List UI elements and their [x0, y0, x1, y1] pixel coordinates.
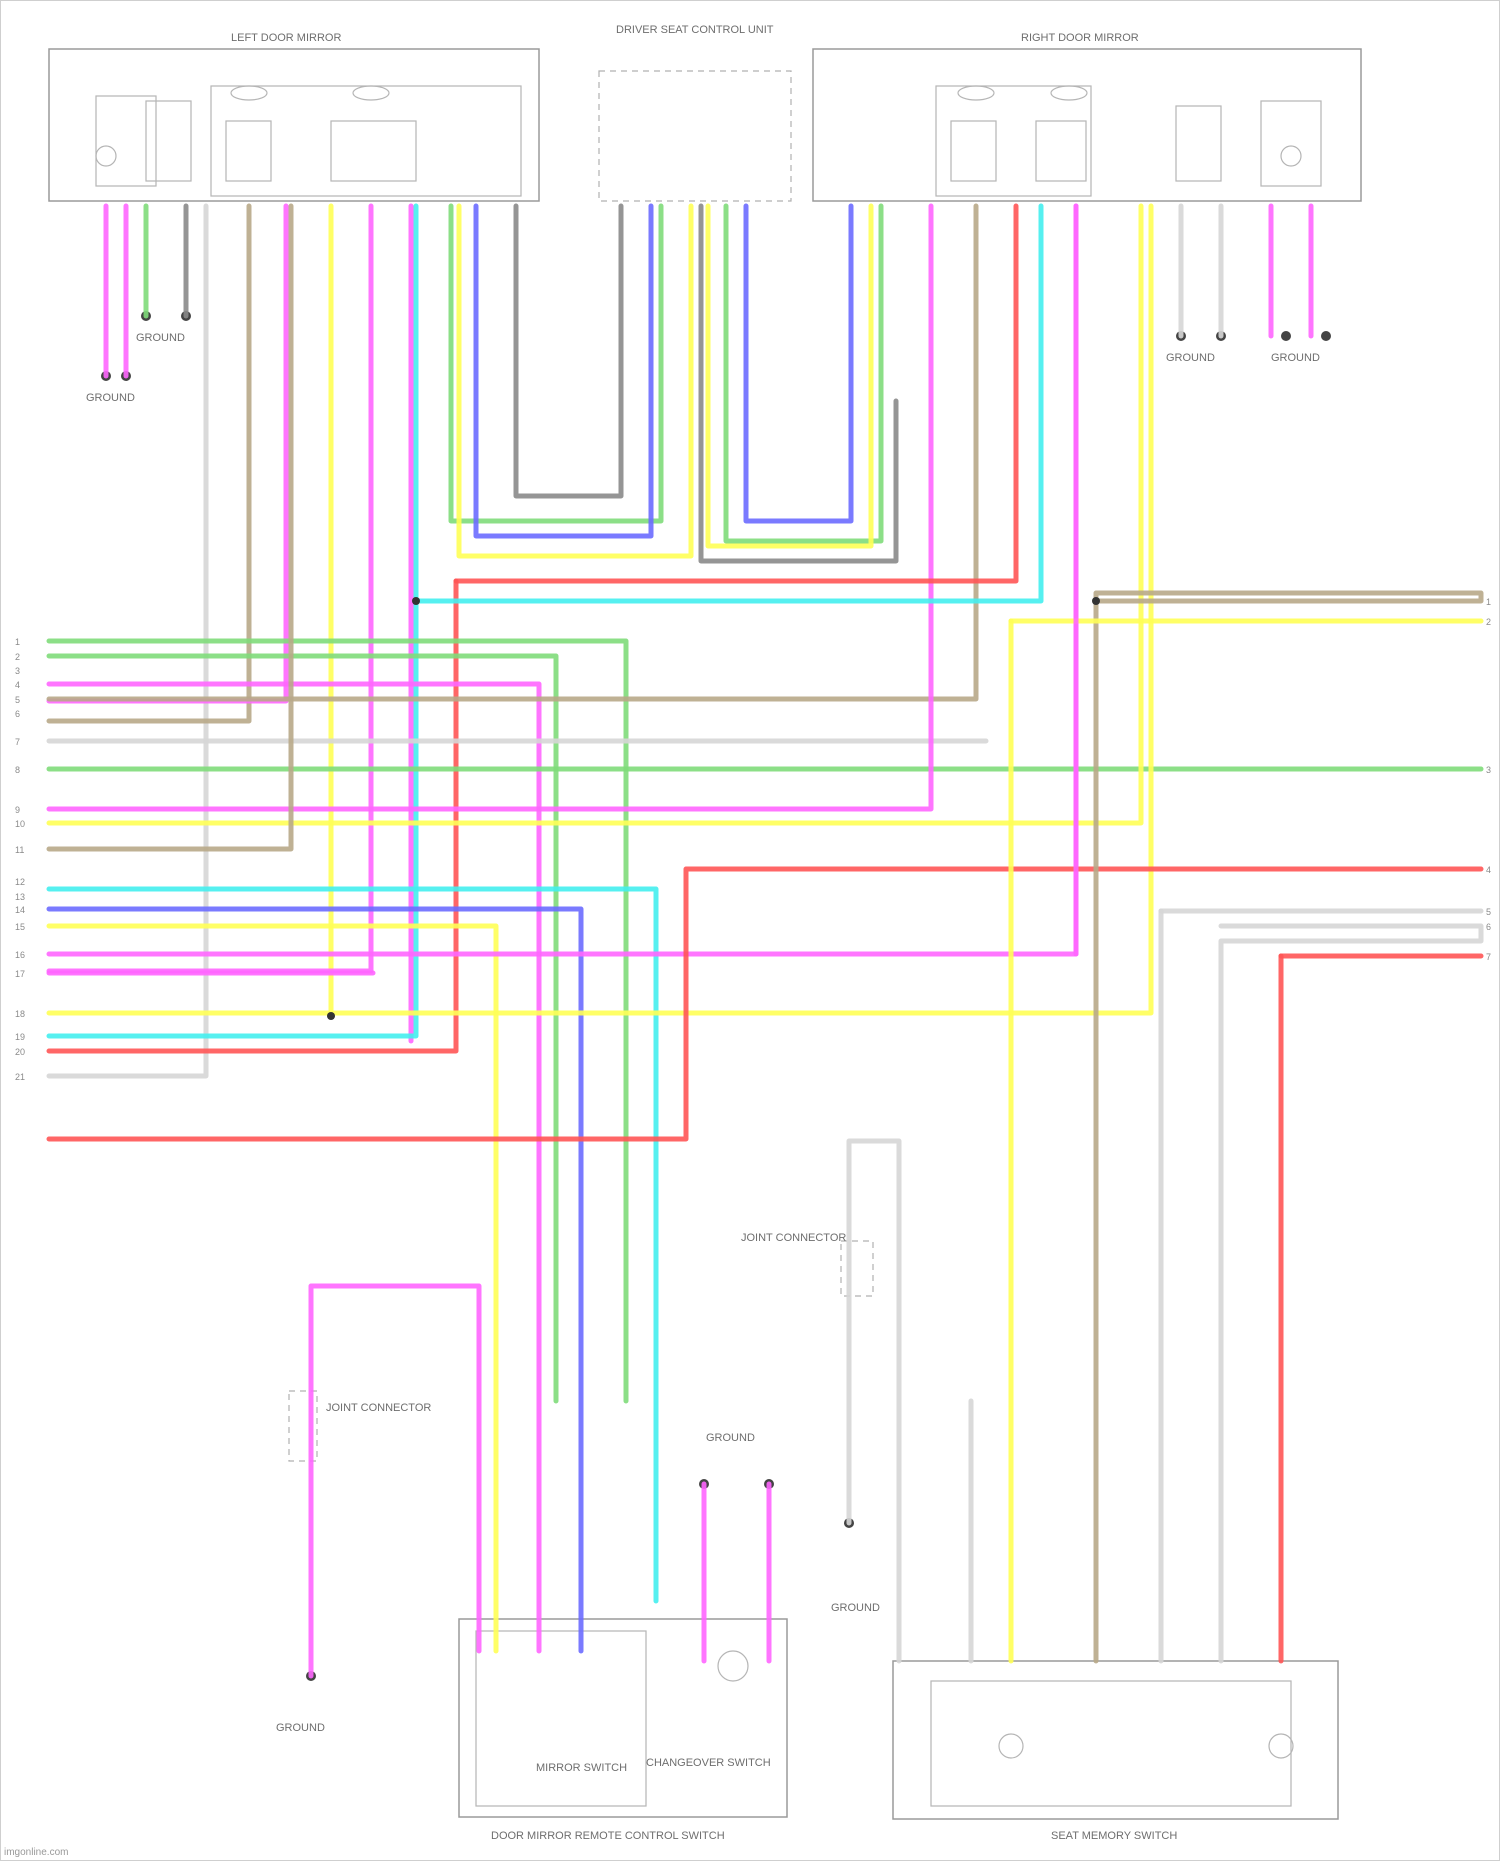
left-pin-11: 11: [15, 845, 24, 855]
wire-tan-5: [49, 206, 249, 721]
wires: [49, 206, 1481, 1676]
wire-pink-8: [49, 206, 371, 971]
mid-joint-connector-label: JOINT CONNECTOR: [741, 1232, 846, 1244]
wire-green-12: [451, 206, 661, 521]
right-pin-2: 2: [1486, 617, 1491, 627]
seat-control-unit-block: DRIVER SEAT CONTROL UNIT: [599, 24, 791, 201]
wire-blue-30: [49, 909, 581, 1651]
left-pin-15: 15: [15, 922, 25, 932]
wire-blue-17: [746, 206, 851, 521]
wire-pink-22: [49, 684, 539, 1651]
lower-left-ground-label: GROUND: [276, 1722, 325, 1734]
right-pin-3: 3: [1486, 765, 1491, 775]
left-pin-16: 16: [15, 950, 25, 960]
right-door-mirror-block: RIGHT DOOR MIRROR: [813, 32, 1361, 201]
left-mirror-ground-label: GROUND: [86, 392, 135, 404]
left-door-mirror-block: LEFT DOOR MIRROR: [49, 32, 539, 201]
right-mirror-ground-label: GROUND: [1166, 352, 1215, 364]
left-pin-12: 12: [15, 877, 25, 887]
left-pin-14: 14: [15, 905, 25, 915]
driver-seat-control-unit-title: DRIVER SEAT CONTROL UNIT: [616, 24, 774, 36]
left-pin-9: 9: [15, 805, 20, 815]
wire-cyan-29: [49, 889, 656, 1601]
splice-dot-1: [327, 1012, 335, 1020]
wire-light_gray-48: [849, 1141, 899, 1661]
wire-blue-13: [476, 206, 651, 536]
left-pin-21: 21: [15, 1072, 25, 1082]
right-pin-7: 7: [1486, 952, 1491, 962]
right-edge-pin-labels: 1 2 3 4 5 6 7: [1486, 597, 1491, 962]
wire-yellow-14: [459, 206, 691, 556]
wire-pink-47: [311, 1286, 479, 1676]
changeover-switch-label: CHANGEOVER SWITCH: [646, 1757, 771, 1769]
left-pin-20: 20: [15, 1047, 25, 1057]
wire-gray-15: [516, 206, 621, 496]
seat-memory-switch-title: SEAT MEMORY SWITCH: [1051, 1830, 1177, 1842]
mirror-switch-label: MIRROR SWITCH: [536, 1762, 627, 1774]
right-pin-5: 5: [1486, 907, 1491, 917]
wire-gray-16: [701, 206, 896, 561]
left-pin-10: 10: [15, 819, 25, 829]
wire-yellow-34: [49, 206, 1151, 1013]
door-mirror-remote-control-switch-title: DOOR MIRROR REMOTE CONTROL SWITCH: [491, 1830, 725, 1842]
right-mirror-ground2-label: GROUND: [1271, 352, 1320, 364]
left-pin-19: 19: [15, 1032, 25, 1042]
right-door-mirror-title: RIGHT DOOR MIRROR: [1021, 32, 1139, 44]
left-pin-8: 8: [15, 765, 20, 775]
left-pin-7: 7: [15, 737, 20, 747]
left-mirror-ground2-label: GROUND: [136, 332, 185, 344]
footer-watermark: imgonline.com: [4, 1847, 68, 1858]
left-pin-2: 2: [15, 652, 20, 662]
wire-tan-28: [49, 206, 291, 849]
wire-red-11: [49, 581, 456, 1051]
left-pin-17: 17: [15, 969, 25, 979]
wire-light_gray-43: [1221, 926, 1481, 1661]
wire-tan-38: [1096, 593, 1481, 1661]
wire-yellow-19: [708, 206, 871, 546]
left-pin-6: 6: [15, 709, 20, 719]
left-pin-3: 3: [15, 666, 20, 676]
wire-green-18: [726, 206, 881, 541]
right-pin-4: 4: [1486, 865, 1491, 875]
right-pin-6: 6: [1486, 922, 1491, 932]
right-pin-1: 1: [1486, 597, 1491, 607]
left-pin-13: 13: [15, 892, 25, 902]
splice-dot-0: [412, 597, 420, 605]
left-pin-4: 4: [15, 680, 20, 690]
mid-joint-connector: JOINT CONNECTOR: [741, 1232, 873, 1296]
lower-mid-ground-label: GROUND: [831, 1602, 880, 1614]
splice-dot-2: [1092, 597, 1100, 605]
left-pin-18: 18: [15, 1009, 25, 1019]
left-door-mirror-title: LEFT DOOR MIRROR: [231, 32, 341, 44]
seat-memory-switch-block: SEAT MEMORY SWITCH: [893, 1661, 1338, 1842]
left-pin-1: 1: [15, 637, 20, 647]
left-joint-connector-label: JOINT CONNECTOR: [326, 1402, 431, 1414]
left-pin-5: 5: [15, 695, 20, 705]
switch-ground-label: GROUND: [706, 1432, 755, 1444]
mirror-remote-switch-block: MIRROR SWITCH CHANGEOVER SWITCH DOOR MIR…: [459, 1619, 787, 1842]
